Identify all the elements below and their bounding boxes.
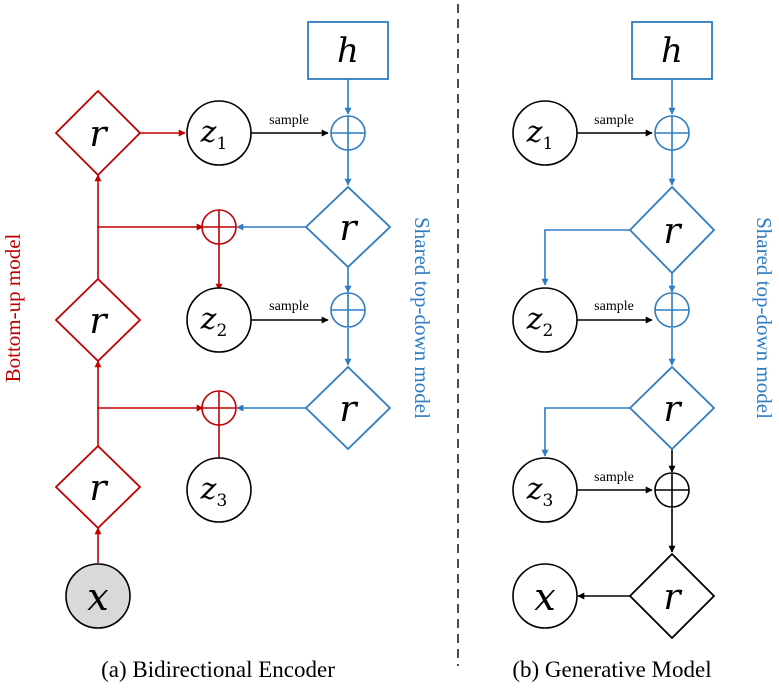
svg-text:r: r <box>89 301 108 342</box>
svg-text:z2: z2 <box>526 302 554 341</box>
gen-latent-z1-node: z1 <box>512 100 578 166</box>
observed-x-node: x <box>65 563 131 629</box>
sample-label-a1: sample <box>269 113 309 128</box>
red-combine-op-1 <box>201 209 237 245</box>
gen-latent-z3-node: z3 <box>512 457 578 523</box>
svg-text:x: x <box>87 575 108 619</box>
caption-generative-model: (b) Generative Model <box>512 657 711 682</box>
svg-text:r: r <box>339 389 358 430</box>
sample-label-a2: sample <box>269 299 309 314</box>
top-h-box-a: h <box>307 21 389 80</box>
latent-z1-node: z1 <box>186 100 252 166</box>
gen-blue-combine-op-1 <box>654 115 690 151</box>
gen-r-node-2: r <box>628 365 716 451</box>
top-h-box-b: h <box>631 21 713 80</box>
blue-combine-op-1 <box>330 115 366 151</box>
svg-text:z1: z1 <box>526 115 554 154</box>
generative-black-edges <box>577 129 676 600</box>
svg-text:h: h <box>661 31 683 71</box>
svg-text:z3: z3 <box>526 472 554 511</box>
red-combine-op-2 <box>201 390 237 426</box>
gen-r-node-3: r <box>628 552 716 640</box>
svg-text:r: r <box>339 208 358 249</box>
svg-text:r: r <box>663 211 682 252</box>
gen-output-x-node: x <box>512 563 578 629</box>
gen-r-node-1: r <box>628 185 716 275</box>
bottom-up-r-node-2: r <box>54 277 142 363</box>
sample-label-b1: sample <box>594 113 634 128</box>
gen-blue-combine-op-2 <box>654 292 690 328</box>
sample-edges <box>251 129 329 324</box>
svg-text:h: h <box>337 31 359 71</box>
sample-label-b2: sample <box>594 299 634 314</box>
shared-top-down-label-a: Shared top-down model <box>410 217 434 419</box>
latent-z2-node: z2 <box>186 287 252 353</box>
sample-label-b3: sample <box>594 470 634 485</box>
svg-text:r: r <box>89 114 108 155</box>
panel-bidirectional-encoder: sample sample r r r x z1 z2 <box>1 21 434 682</box>
caption-bidirectional-encoder: (a) Bidirectional Encoder <box>101 657 335 682</box>
top-down-r-node-2: r <box>304 365 392 451</box>
bottom-up-edges <box>94 129 223 563</box>
bottom-up-model-label: Bottom-up model <box>1 233 25 382</box>
panel-generative-model: sample sample sample h r <box>512 21 776 682</box>
svg-text:r: r <box>663 577 682 618</box>
shared-top-down-label-b: Shared top-down model <box>752 217 776 419</box>
gen-black-combine-op <box>654 472 690 508</box>
bottom-up-r-node-3: r <box>54 444 142 530</box>
latent-z3-node: z3 <box>186 457 252 523</box>
svg-text:x: x <box>534 575 555 619</box>
gen-latent-z2-node: z2 <box>512 287 578 353</box>
svg-text:z3: z3 <box>200 472 228 511</box>
svg-text:r: r <box>89 468 108 509</box>
bottom-up-r-node-1: r <box>54 89 142 177</box>
svg-text:z1: z1 <box>200 115 228 154</box>
top-down-r-node-1: r <box>304 185 392 269</box>
blue-combine-op-2 <box>330 292 366 328</box>
top-down-edges <box>236 79 352 412</box>
svg-text:z2: z2 <box>200 302 228 341</box>
svg-text:r: r <box>663 389 682 430</box>
